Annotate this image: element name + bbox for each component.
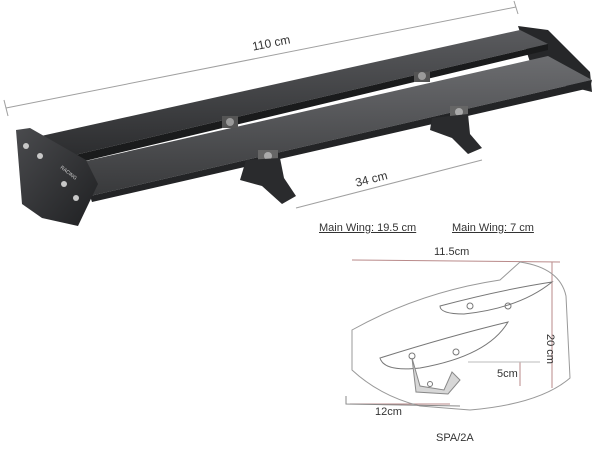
width-dimension-label: 11.5cm — [434, 246, 470, 258]
main-wing-label-b: Main Wing: 7 cm — [452, 222, 534, 234]
end-plate-left — [16, 128, 98, 226]
base-dimension-label: 12cm — [375, 406, 402, 418]
upper-wing-element — [32, 30, 548, 158]
offset-dimension-label: 5cm — [497, 368, 518, 380]
mount-bracket-front-left — [240, 150, 296, 204]
length-dimension-line — [3, 0, 519, 117]
model-label: SPA/2A — [436, 432, 474, 444]
height-dimension-label: 20 cm — [544, 334, 556, 364]
main-wing-label-a: Main Wing: 19.5 cm — [319, 222, 417, 234]
main-wing-element — [64, 56, 592, 196]
end-plate-bolts — [23, 143, 79, 201]
mount-spacing-dimension-line — [295, 159, 483, 209]
wing-assembly: RACING — [16, 26, 592, 226]
mount-bracket-front-right — [430, 106, 482, 154]
mount-bracket-rear-right — [414, 72, 430, 82]
mount-bracket-rear-left — [222, 116, 238, 128]
profile-diagram — [345, 259, 571, 411]
